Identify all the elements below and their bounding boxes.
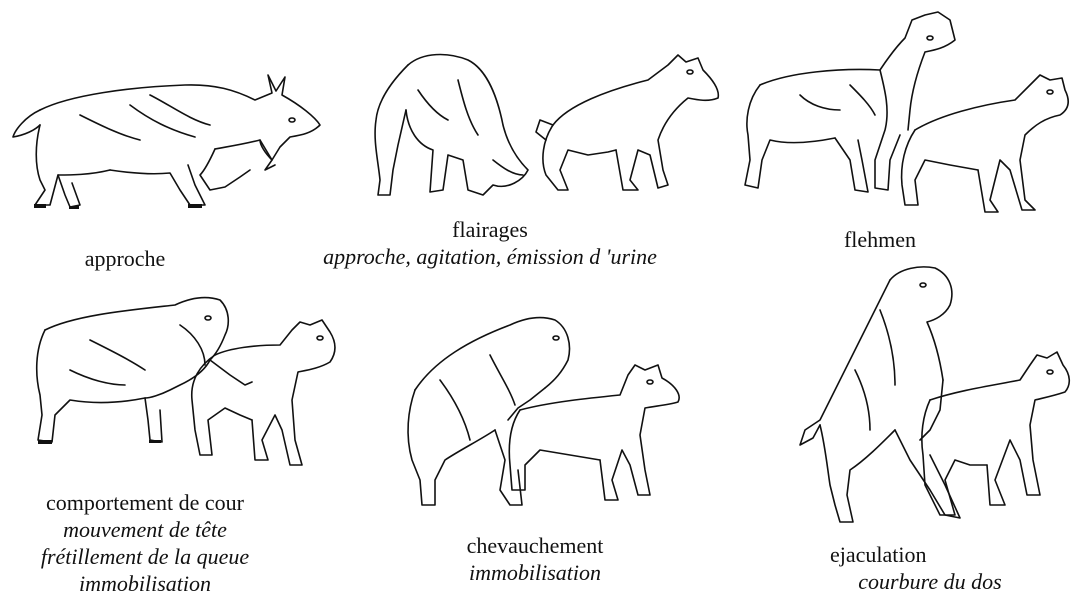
caption-flehmen: flehmen [800,226,960,253]
caption-cour-line-3: immobilisation [0,570,290,597]
caption-approche: approche [40,245,210,272]
buck-approach-drawing [10,65,325,215]
courtship-drawing [30,290,345,475]
caption-ejaculation: ejaculation courbure du dos [820,541,1040,595]
caption-flairages: flairages approche, agitation, émission … [240,216,740,270]
caption-approche-title: approche [40,245,210,272]
caption-cour: comportement de cour mouvement de tête f… [0,489,290,597]
mounting-drawing [400,310,690,515]
caption-ejaculation-title: ejaculation [820,541,1040,568]
caption-cour-line-1: mouvement de tête [0,516,290,543]
caption-ejaculation-subtitle: courbure du dos [820,568,1040,595]
buck-flehmen-drawing [740,10,1071,220]
caption-cour-line-2: frétillement de la queue [0,543,290,570]
caption-chevauchement-title: chevauchement [430,532,640,559]
caption-flairages-title: flairages [240,216,740,243]
caption-chevauchement: chevauchement immobilisation [430,532,640,586]
caption-flehmen-title: flehmen [800,226,960,253]
caption-flairages-subtitle: approche, agitation, émission d 'urine [240,243,740,270]
caption-cour-title: comportement de cour [0,489,290,516]
goats-sniffing-drawing [368,50,723,200]
ejaculation-drawing [795,260,1071,530]
caption-chevauchement-subtitle: immobilisation [430,559,640,586]
